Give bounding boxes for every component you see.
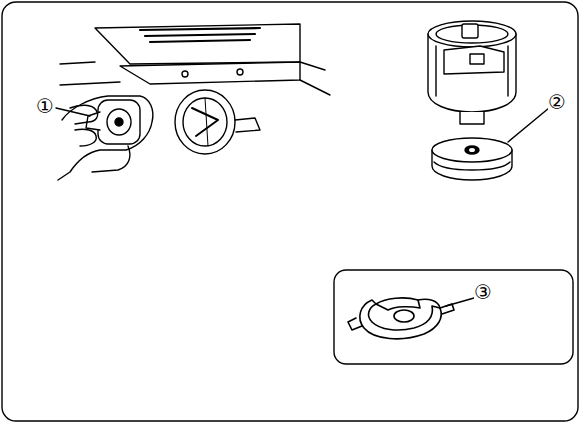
bobbin xyxy=(432,138,512,180)
bobbin-case xyxy=(428,21,516,124)
callout-number: ① xyxy=(36,96,54,116)
leader-line xyxy=(56,108,90,116)
rotary-hook xyxy=(175,90,260,154)
hand-with-bobbin-case xyxy=(58,96,153,180)
leader-line xyxy=(508,108,549,142)
machine-bed xyxy=(60,24,330,95)
leader-line xyxy=(446,298,474,306)
callout-number: ③ xyxy=(474,282,492,302)
latch-spring xyxy=(348,298,454,339)
inset-frame xyxy=(334,270,573,364)
callout-number: ② xyxy=(548,92,566,112)
